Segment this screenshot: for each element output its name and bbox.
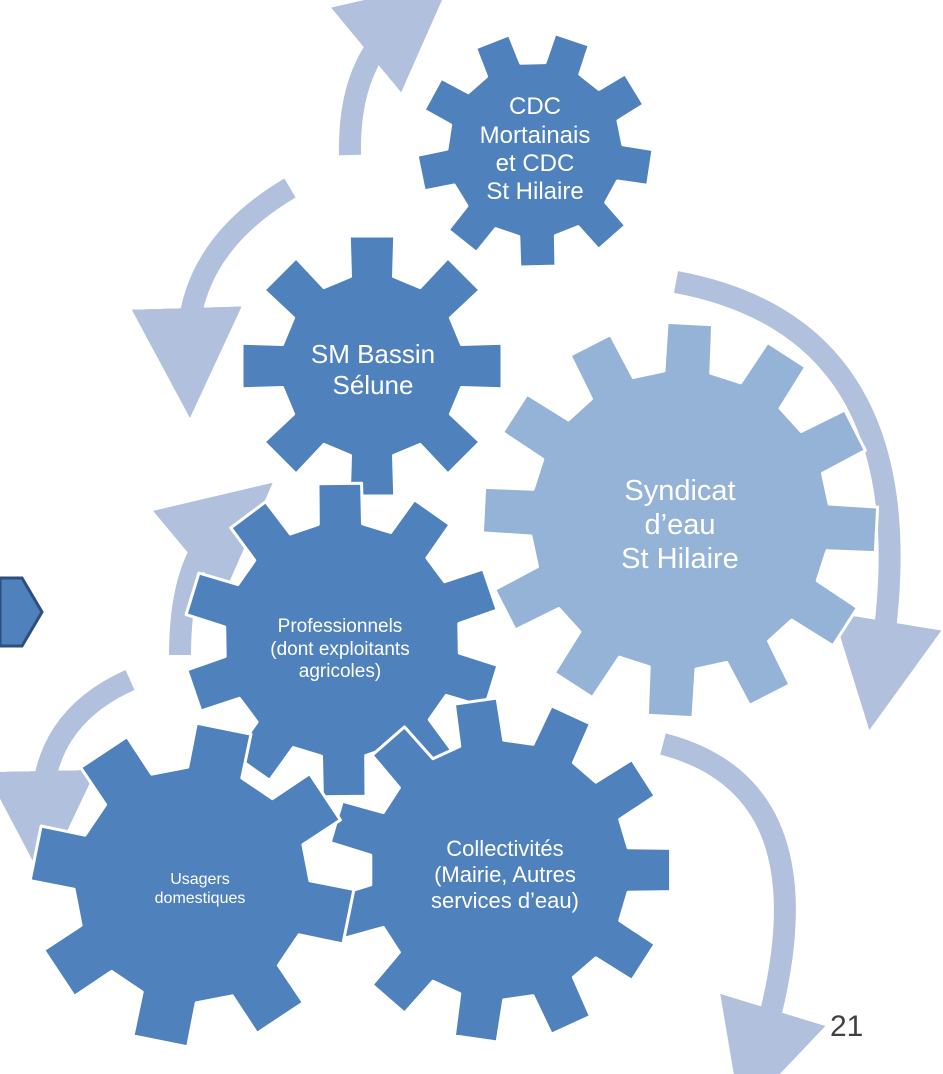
page-number: 21	[830, 1010, 864, 1043]
left-edge-arrow-fragment	[0, 576, 44, 648]
gear-label-syndicat: Syndicat d’eau St Hilaire	[621, 474, 739, 576]
arrow-cdc-to-sm	[131, 178, 296, 418]
arrow-to-cdc	[331, 0, 451, 156]
arrow-professionnels-to-usagers	[0, 669, 135, 881]
gear-label-collectivites: Collectivités (Mairie, Autres services d…	[431, 836, 579, 913]
gear-label-sm-bassin: SM Bassin Sélune	[310, 339, 436, 400]
arrow-syndicat-loop	[673, 271, 942, 731]
arrow-to-professionnels	[152, 482, 273, 656]
gear-label-professionnels: Professionnels (dont exploitants agricol…	[270, 616, 410, 683]
arrow-collectivites-loop	[660, 733, 826, 1074]
gear-label-cdc: CDC Mortainais et CDC St Hilaire	[479, 93, 591, 206]
gear-syndicat	[480, 320, 880, 720]
gear-sm-bassin	[240, 234, 504, 498]
gear-usagers	[28, 721, 356, 1049]
gear-label-usagers: Usagers domestiques	[154, 871, 246, 907]
gear-cdc	[415, 32, 655, 269]
